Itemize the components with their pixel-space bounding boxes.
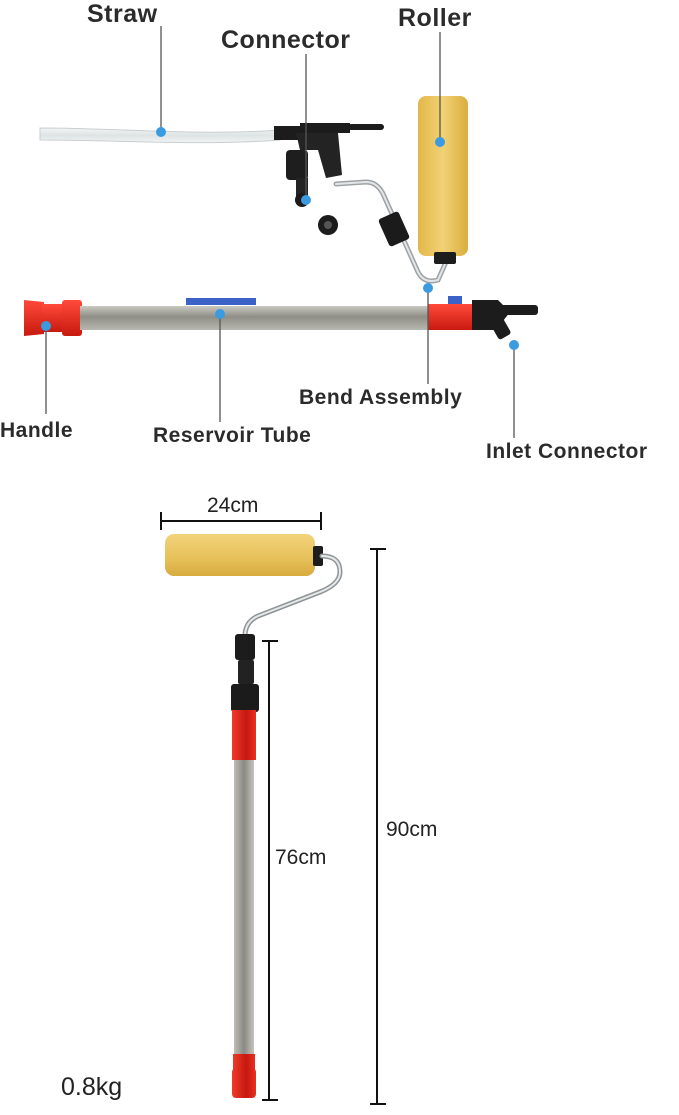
bend-assembly-part: [333, 179, 449, 284]
roller-width-text: 24cm: [207, 494, 259, 517]
straw-label: Straw: [87, 0, 158, 28]
tube-length-dimension: [262, 640, 278, 1101]
reservoir-dot: [215, 309, 225, 319]
callout-dots: [41, 127, 519, 350]
roller-label: Roller: [398, 4, 472, 32]
total-length-text: 90cm: [386, 818, 438, 841]
assembled-pole: [231, 634, 259, 1098]
connector-label: Connector: [221, 26, 351, 54]
roller-part: [418, 96, 468, 264]
weight-text: 0.8kg: [61, 1073, 123, 1101]
reservoir-tube-part: [24, 296, 538, 340]
inlet-connector-label: Inlet Connector: [486, 440, 648, 463]
assembled-roller: [165, 534, 343, 639]
connector-part: [274, 123, 384, 235]
handle-label: Handle: [0, 419, 74, 442]
callouts: [45, 26, 515, 438]
inlet-dot: [509, 340, 519, 350]
straw-dot: [156, 127, 166, 137]
handle-dot: [41, 321, 51, 331]
total-length-dimension: [370, 548, 386, 1105]
bend-assembly-label: Bend Assembly: [299, 386, 463, 409]
roller-dot: [435, 137, 445, 147]
reservoir-tube-label: Reservoir Tube: [153, 424, 312, 447]
tube-length-text: 76cm: [275, 846, 327, 869]
bend-dot: [423, 283, 433, 293]
connector-dot: [301, 195, 311, 205]
roller-width-dimension: [160, 512, 322, 530]
